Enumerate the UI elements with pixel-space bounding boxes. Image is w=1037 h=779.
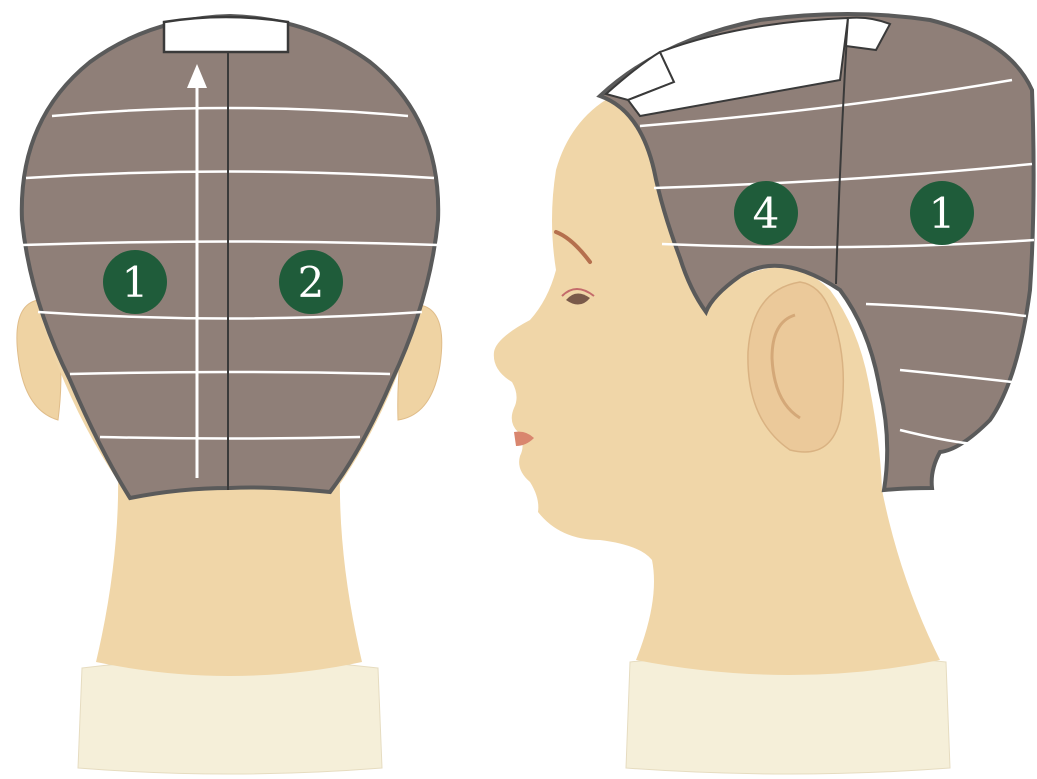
svg-text:4: 4 xyxy=(753,189,780,238)
svg-text:2: 2 xyxy=(298,258,325,307)
svg-text:1: 1 xyxy=(929,189,956,238)
back-crown-box xyxy=(164,17,288,52)
side-view: 4 1 xyxy=(494,14,1034,774)
back-section-badge-2: 2 xyxy=(279,250,343,314)
back-section-badge-1: 1 xyxy=(103,250,167,314)
back-collar xyxy=(78,659,382,774)
back-neck xyxy=(96,470,362,676)
back-view: 1 2 xyxy=(17,14,442,774)
side-section-badge-1: 1 xyxy=(910,181,974,245)
side-section-badge-4: 4 xyxy=(734,181,798,245)
back-hair-section xyxy=(22,16,438,498)
svg-text:1: 1 xyxy=(122,258,149,307)
